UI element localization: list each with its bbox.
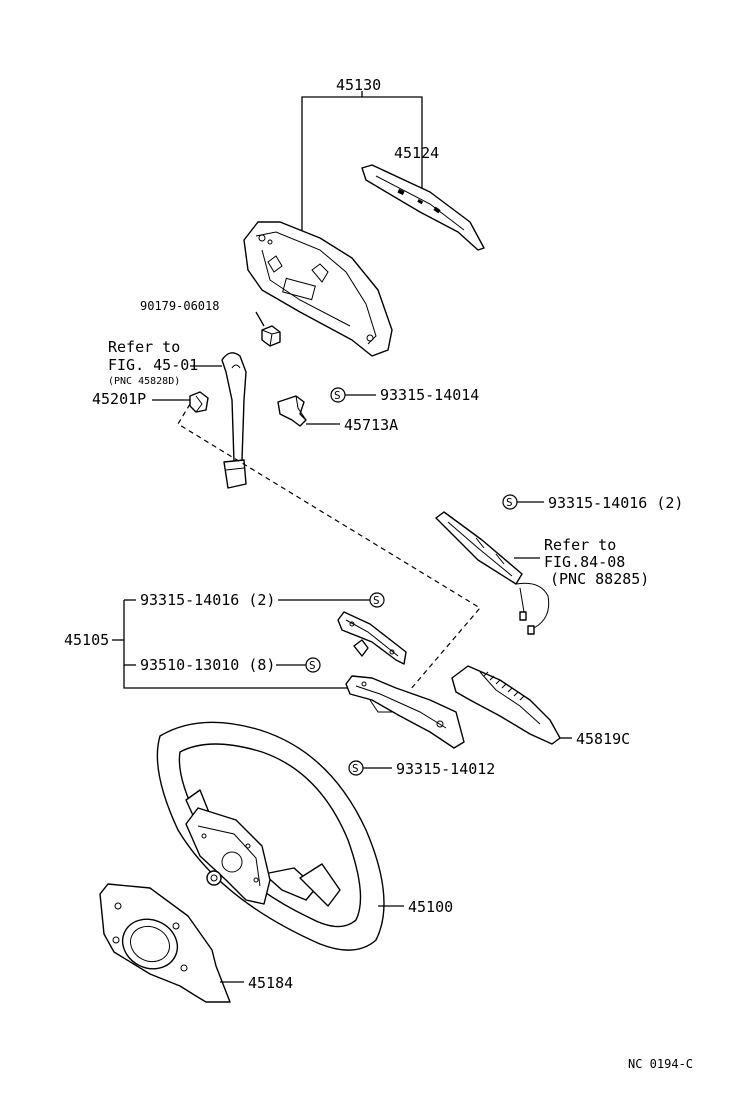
callout-45713A: 45713A [344, 416, 398, 434]
screw-callout-93315-14016-right: S 93315-14016 (2) [502, 494, 683, 512]
callout-45184: 45184 [248, 974, 293, 992]
svg-text:45105: 45105 [64, 631, 109, 649]
assembly-guide-line [177, 403, 481, 691]
screw-symbol: S [369, 592, 385, 608]
trim-strip-45124 [361, 164, 485, 251]
steering-wheel-45100: 45100 [156, 721, 453, 951]
screw-callout-93315-14014: S 93315-14014 [330, 386, 479, 404]
horn-contact-plate [337, 611, 407, 665]
callout-45124: 45124 [394, 144, 439, 162]
svg-text:93315-14016 (2): 93315-14016 (2) [140, 591, 275, 609]
callout-45100: 45100 [408, 898, 453, 916]
lower-cover-45184: 45184 [99, 883, 293, 1003]
svg-text:S: S [373, 594, 380, 607]
svg-text:(PNC 88285): (PNC 88285) [550, 570, 649, 588]
svg-text:FIG.84-08: FIG.84-08 [544, 553, 625, 571]
svg-text:S: S [352, 762, 359, 775]
screw-symbol: S [330, 387, 346, 403]
horn-plate-45105 [345, 675, 465, 749]
callout-45201P: 45201P [92, 390, 146, 408]
lever-handle [221, 352, 247, 489]
svg-text:45130: 45130 [336, 76, 381, 94]
nut-90179 [255, 311, 281, 347]
svg-text:S: S [309, 659, 316, 672]
svg-text:S: S [334, 389, 341, 402]
svg-text:93510-13010 (8): 93510-13010 (8) [140, 656, 275, 674]
svg-text:93315-14014: 93315-14014 [380, 386, 479, 404]
trim-strip-45819C: 45819C [451, 665, 630, 748]
svg-text:93315-14012: 93315-14012 [396, 760, 495, 778]
svg-text:Refer to: Refer to [544, 536, 616, 554]
callout-45105: 45105 93315-14016 (2) S 93510-13010 (8) … [64, 591, 385, 689]
knob-45201P [152, 391, 209, 413]
svg-text:93315-14016 (2): 93315-14016 (2) [548, 494, 683, 512]
screw-callout-93315-14012: S 93315-14012 [348, 760, 495, 778]
clip-45713A: 45713A [277, 395, 398, 434]
screw-symbol: S [305, 657, 321, 673]
callout-90179-06018: 90179-06018 [140, 299, 219, 313]
reference-note-fig-84-08: Refer to FIG.84-08 (PNC 88285) [514, 536, 649, 588]
svg-text:S: S [506, 496, 513, 509]
screw-symbol: S [348, 760, 364, 776]
callout-45130: 45130 [301, 76, 423, 242]
callout-45819C: 45819C [576, 730, 630, 748]
svg-text:Refer to: Refer to [108, 338, 180, 356]
cover-45130 [243, 221, 393, 357]
svg-text:(PNC 45828D): (PNC 45828D) [108, 376, 180, 387]
figure-code: NC 0194-C [628, 1057, 693, 1071]
svg-text:FIG. 45-01: FIG. 45-01 [108, 356, 198, 374]
screw-symbol: S [502, 494, 518, 510]
reference-note-fig-45-01: Refer to FIG. 45-01 (PNC 45828D) [108, 338, 222, 387]
switch-assembly [435, 511, 550, 635]
